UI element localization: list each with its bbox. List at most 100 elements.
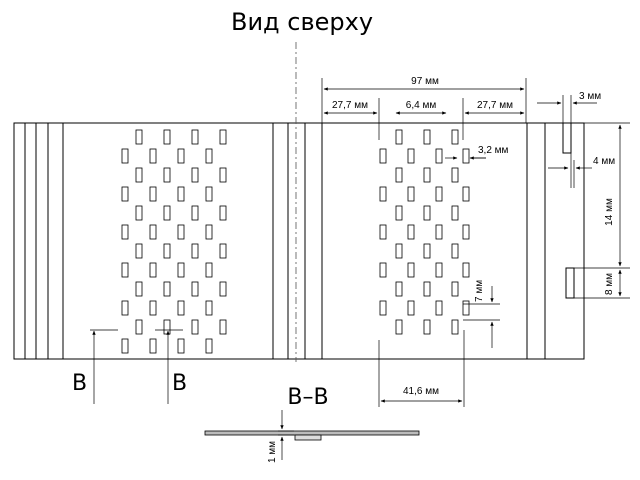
slot xyxy=(205,148,213,164)
slot xyxy=(451,281,459,297)
slot xyxy=(451,129,459,145)
slot xyxy=(423,319,431,335)
right-dimensions xyxy=(537,95,630,299)
slot xyxy=(379,186,387,202)
slot xyxy=(379,224,387,240)
slot xyxy=(163,167,171,183)
section-view xyxy=(204,410,420,460)
section-label: В–В xyxy=(287,385,328,410)
dim-total-width: 97 мм xyxy=(411,76,439,87)
slot xyxy=(177,262,185,278)
slot xyxy=(451,205,459,221)
slot xyxy=(191,167,199,183)
slot xyxy=(163,319,171,335)
slot xyxy=(407,300,415,316)
slot xyxy=(177,224,185,240)
slot xyxy=(149,148,157,164)
slot xyxy=(395,281,403,297)
slot xyxy=(149,186,157,202)
slot xyxy=(205,186,213,202)
slot xyxy=(135,205,143,221)
slot xyxy=(149,224,157,240)
slot xyxy=(395,205,403,221)
dim-slot-width: 3,2 мм xyxy=(478,145,509,156)
slot xyxy=(163,205,171,221)
slot xyxy=(135,281,143,297)
slot xyxy=(407,224,415,240)
dim-pitch: 6,4 мм xyxy=(406,100,437,111)
top-dimensions xyxy=(321,78,527,140)
slot xyxy=(219,167,227,183)
slot xyxy=(423,281,431,297)
slot xyxy=(177,148,185,164)
slot xyxy=(191,319,199,335)
slot xyxy=(219,205,227,221)
slot xyxy=(149,300,157,316)
slot xyxy=(121,338,129,354)
slot xyxy=(149,338,157,354)
slot xyxy=(435,186,443,202)
dim-tab-offset: 4 мм xyxy=(593,156,615,167)
plate-outline xyxy=(13,122,585,360)
slot xyxy=(379,300,387,316)
slot xyxy=(219,281,227,297)
slot xyxy=(135,129,143,145)
slot xyxy=(462,148,470,164)
slot xyxy=(205,338,213,354)
slot xyxy=(205,262,213,278)
slot xyxy=(219,243,227,259)
slot-array-right xyxy=(379,129,470,335)
slot xyxy=(205,300,213,316)
slot xyxy=(205,224,213,240)
dim-margin-right: 27,7 мм xyxy=(477,100,513,111)
slot-array-left xyxy=(121,129,227,354)
slot xyxy=(177,338,185,354)
slot xyxy=(407,262,415,278)
slot xyxy=(191,205,199,221)
slot xyxy=(191,243,199,259)
slot xyxy=(423,243,431,259)
slot xyxy=(219,129,227,145)
section-mark-right: В xyxy=(172,371,187,396)
slot xyxy=(451,167,459,183)
dim-tab-width: 3 мм xyxy=(579,91,601,102)
slot xyxy=(451,243,459,259)
slot xyxy=(395,319,403,335)
slot xyxy=(135,167,143,183)
dim-step-vertical: 7 мм xyxy=(474,280,485,302)
slot xyxy=(395,243,403,259)
slot xyxy=(423,167,431,183)
dim-tab-height: 8 мм xyxy=(604,273,615,295)
slot xyxy=(163,281,171,297)
slot xyxy=(163,129,171,145)
slot xyxy=(407,186,415,202)
slot xyxy=(379,148,387,164)
slot xyxy=(191,129,199,145)
slot xyxy=(177,186,185,202)
slot xyxy=(121,148,129,164)
slot xyxy=(435,224,443,240)
array-width-dim xyxy=(378,330,465,407)
slot xyxy=(435,262,443,278)
slot xyxy=(435,300,443,316)
title: Вид сверху xyxy=(231,8,373,36)
side-tabs xyxy=(562,122,575,299)
slot xyxy=(462,262,470,278)
section-mark-left: В xyxy=(72,371,87,396)
slot xyxy=(121,262,129,278)
slot xyxy=(423,129,431,145)
slot xyxy=(395,129,403,145)
slot xyxy=(121,224,129,240)
slot xyxy=(462,300,470,316)
slot xyxy=(407,148,415,164)
slot xyxy=(149,262,157,278)
dim-tab-spacing: 14 мм xyxy=(604,198,615,226)
slot xyxy=(121,300,129,316)
slot xyxy=(379,262,387,278)
dim-margin-left: 27,7 мм xyxy=(332,100,368,111)
slot xyxy=(121,186,129,202)
slot xyxy=(462,224,470,240)
step-callout xyxy=(463,286,500,348)
slot xyxy=(462,186,470,202)
